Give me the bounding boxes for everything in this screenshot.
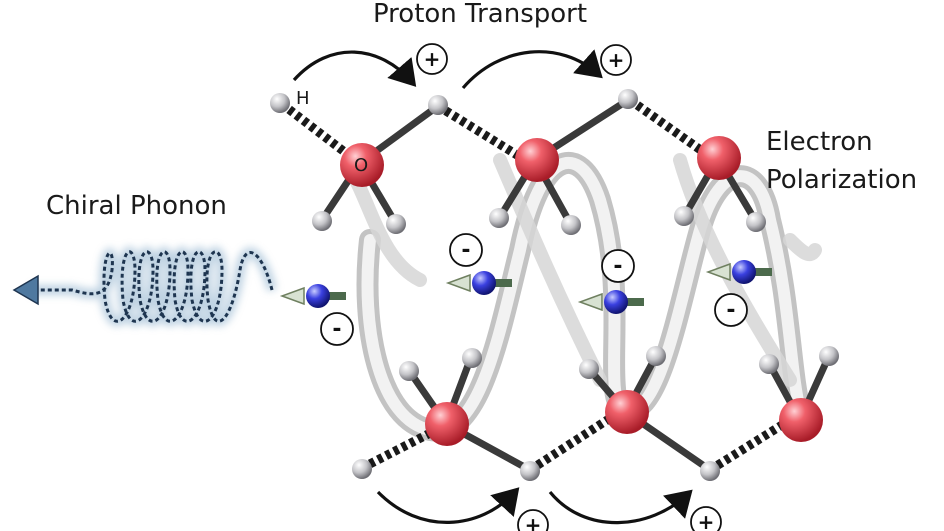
electron-polarization-label-line1: Electron	[766, 127, 873, 157]
proton-transport-label: Proton Transport	[373, 0, 587, 29]
electron-polarization-label-line2: Polarization	[766, 165, 917, 195]
hydrogen-atom	[646, 346, 666, 366]
plus-badge: +	[416, 43, 448, 75]
hydrogen-atom	[352, 459, 372, 479]
oxygen-atom	[515, 138, 559, 182]
plus-badge: +	[517, 509, 549, 531]
hydrogen-atom	[700, 461, 720, 481]
minus-badges: - - - -	[320, 233, 748, 346]
hydrogen-atom	[489, 208, 509, 228]
plus-badge: +	[690, 506, 722, 531]
svg-text:-: -	[613, 254, 622, 279]
oxygen-atoms	[340, 136, 823, 446]
hydrogen-atom	[312, 211, 332, 231]
proton-arrow-top-left	[292, 50, 417, 87]
hydrogen-atom	[399, 361, 419, 381]
hydrogen-atoms	[270, 89, 839, 481]
minus-badge: -	[320, 312, 354, 346]
electrons	[279, 260, 772, 314]
hydrogen-atom	[759, 354, 779, 374]
electron	[279, 284, 346, 308]
phonon-arrow-icon	[12, 274, 39, 306]
hydrogen-atom	[520, 461, 540, 481]
svg-text:-: -	[461, 238, 470, 263]
hydrogen-atom	[618, 89, 638, 109]
hydrogen-atom	[386, 214, 406, 234]
plus-badge: +	[600, 44, 632, 76]
plus-badges: + + + +	[416, 43, 722, 531]
proton-arrow-top-right	[461, 49, 603, 90]
oxygen-atom	[340, 143, 384, 187]
hydrogen-atom	[579, 359, 599, 379]
electron	[445, 271, 512, 295]
oxygen-atom	[697, 136, 741, 180]
hydrogen-atom	[561, 215, 581, 235]
hydrogen-atom	[674, 206, 694, 226]
minus-badge: -	[449, 233, 483, 267]
svg-text:+: +	[698, 510, 715, 531]
hydrogen-atom	[270, 93, 290, 113]
hydrogen-atom	[819, 346, 839, 366]
minus-badge: -	[601, 249, 635, 283]
oxygen-atom	[425, 402, 469, 446]
svg-text:+: +	[424, 47, 441, 71]
electron	[577, 290, 644, 314]
svg-text:+: +	[608, 48, 625, 72]
electron	[705, 260, 772, 284]
oxygen-atom	[779, 398, 823, 442]
hydrogen-label: H	[296, 88, 310, 109]
oxygen-atom	[605, 390, 649, 434]
hydrogen-atom	[428, 95, 448, 115]
chiral-phonon-wave	[12, 246, 277, 327]
minus-badge: -	[714, 293, 748, 327]
svg-text:-: -	[332, 317, 341, 342]
proton-arrow-bottom-left	[376, 487, 520, 524]
proton-arrow-bottom-right	[548, 489, 693, 525]
hydrogen-bonds	[279, 96, 793, 474]
svg-text:+: +	[525, 513, 542, 531]
chiral-phonon-label: Chiral Phonon	[46, 191, 227, 221]
svg-text:-: -	[726, 298, 735, 323]
proton-arrows	[292, 49, 693, 525]
hydrogen-atom	[746, 212, 766, 232]
hydrogen-atom	[462, 348, 482, 368]
oxygen-label: O	[354, 155, 368, 176]
